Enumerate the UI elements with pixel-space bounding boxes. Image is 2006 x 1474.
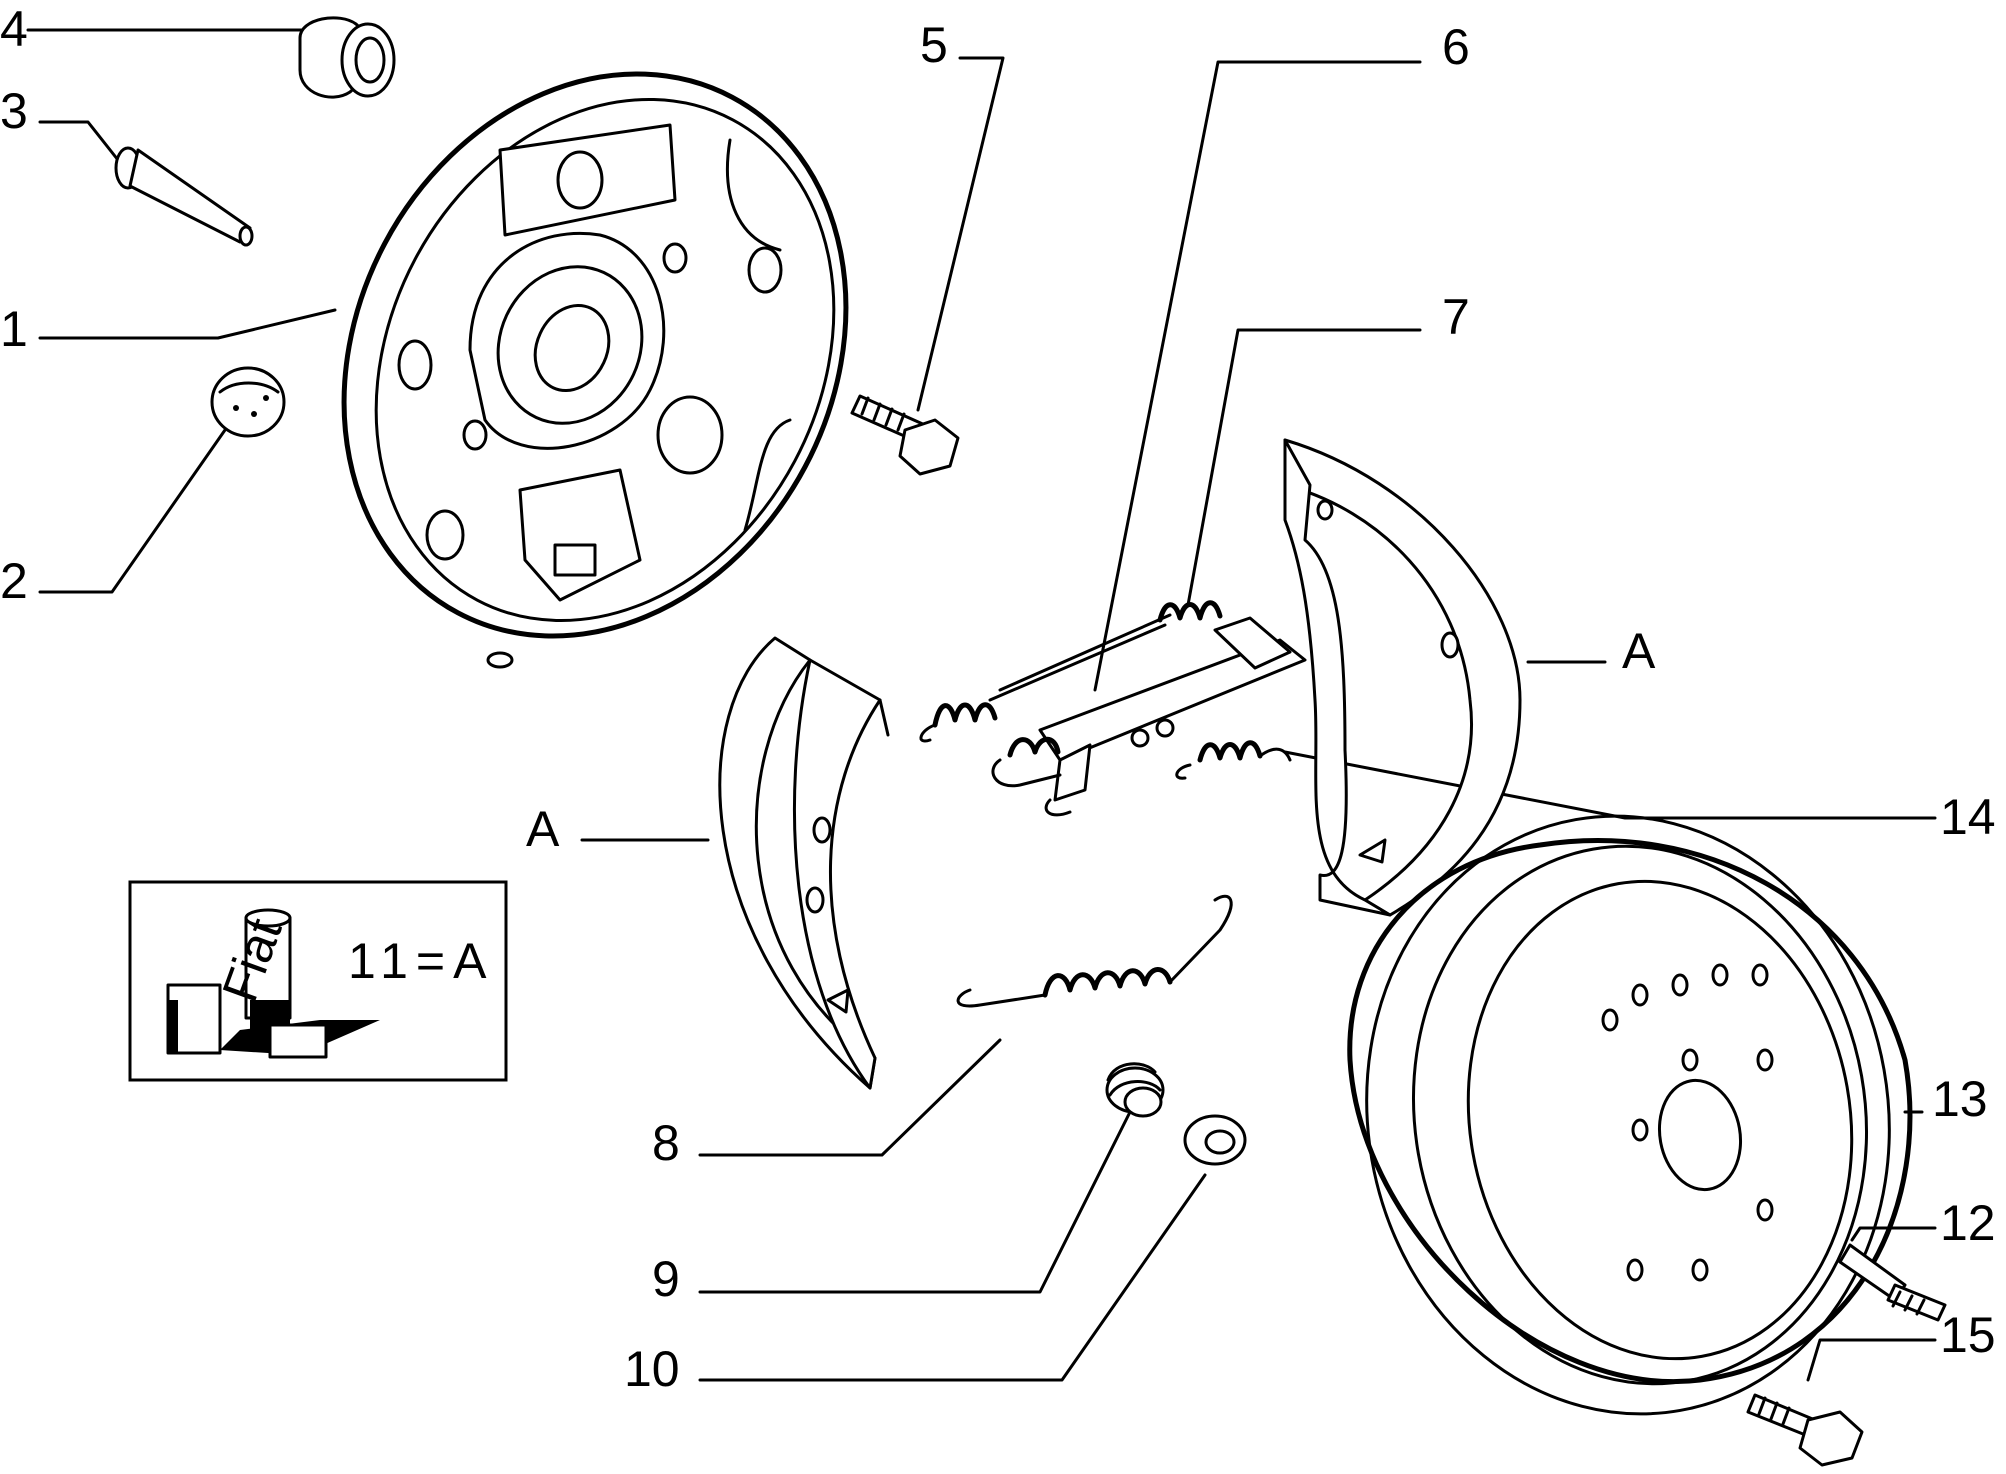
leader-15 bbox=[1806, 1338, 1937, 1382]
part-15-bolt bbox=[1746, 1393, 1864, 1467]
label-15: 15 bbox=[1940, 1307, 1996, 1363]
label-8: 8 bbox=[652, 1115, 680, 1171]
label-10: 10 bbox=[624, 1341, 680, 1397]
leader-7 bbox=[1186, 328, 1422, 607]
part-5-bolt bbox=[850, 394, 960, 476]
part-8-lower-spring bbox=[956, 894, 1233, 1008]
part-7-upper-spring bbox=[919, 600, 1223, 743]
leader-14 bbox=[1283, 750, 1937, 820]
leader-6 bbox=[1093, 60, 1422, 692]
part-4-bushing bbox=[298, 16, 396, 99]
part-12-stud bbox=[1838, 1243, 1947, 1322]
label-5: 5 bbox=[920, 17, 948, 73]
label-a-right: A bbox=[1622, 623, 1656, 679]
leader-5 bbox=[916, 56, 1005, 412]
leader-3 bbox=[38, 120, 120, 162]
label-4: 4 bbox=[0, 1, 28, 57]
part-9-small-spring bbox=[1105, 1062, 1165, 1118]
part-labels: 4 3 1 2 5 6 7 A A 14 13 12 15 8 9 10 bbox=[0, 1, 1996, 1397]
label-7: 7 bbox=[1442, 289, 1470, 345]
part-a-right-shoe bbox=[1283, 438, 1522, 917]
lubricant-tube-icon: Fiat bbox=[166, 908, 380, 1059]
label-3: 3 bbox=[0, 83, 28, 139]
leader-lines bbox=[26, 28, 1937, 1382]
label-6: 6 bbox=[1442, 19, 1470, 75]
label-a-left: A bbox=[526, 801, 560, 857]
part-13-brake-drum bbox=[1347, 814, 1913, 1416]
label-13: 13 bbox=[1932, 1071, 1988, 1127]
label-12: 12 bbox=[1940, 1195, 1996, 1251]
leader-10 bbox=[698, 1173, 1207, 1382]
leader-2 bbox=[38, 428, 227, 594]
part-a-left-shoe bbox=[718, 636, 890, 1090]
part-6-adjuster bbox=[991, 616, 1307, 817]
leader-12 bbox=[1850, 1226, 1937, 1242]
part-10-cup bbox=[1183, 1114, 1247, 1166]
part-1-backing-plate bbox=[341, 71, 849, 669]
label-1: 1 bbox=[0, 301, 28, 357]
label-9: 9 bbox=[652, 1251, 680, 1307]
label-2: 2 bbox=[0, 553, 28, 609]
inset-equation: 11=A bbox=[348, 933, 494, 989]
inset-box: Fiat 11=A bbox=[128, 880, 508, 1082]
leader-1 bbox=[38, 308, 337, 340]
leader-9 bbox=[698, 1110, 1132, 1294]
leader-8 bbox=[698, 1038, 1002, 1157]
part-14-side-spring bbox=[1175, 740, 1292, 780]
part-3-pin bbox=[114, 146, 254, 247]
part-2-plug bbox=[210, 366, 286, 438]
label-14: 14 bbox=[1940, 789, 1996, 845]
